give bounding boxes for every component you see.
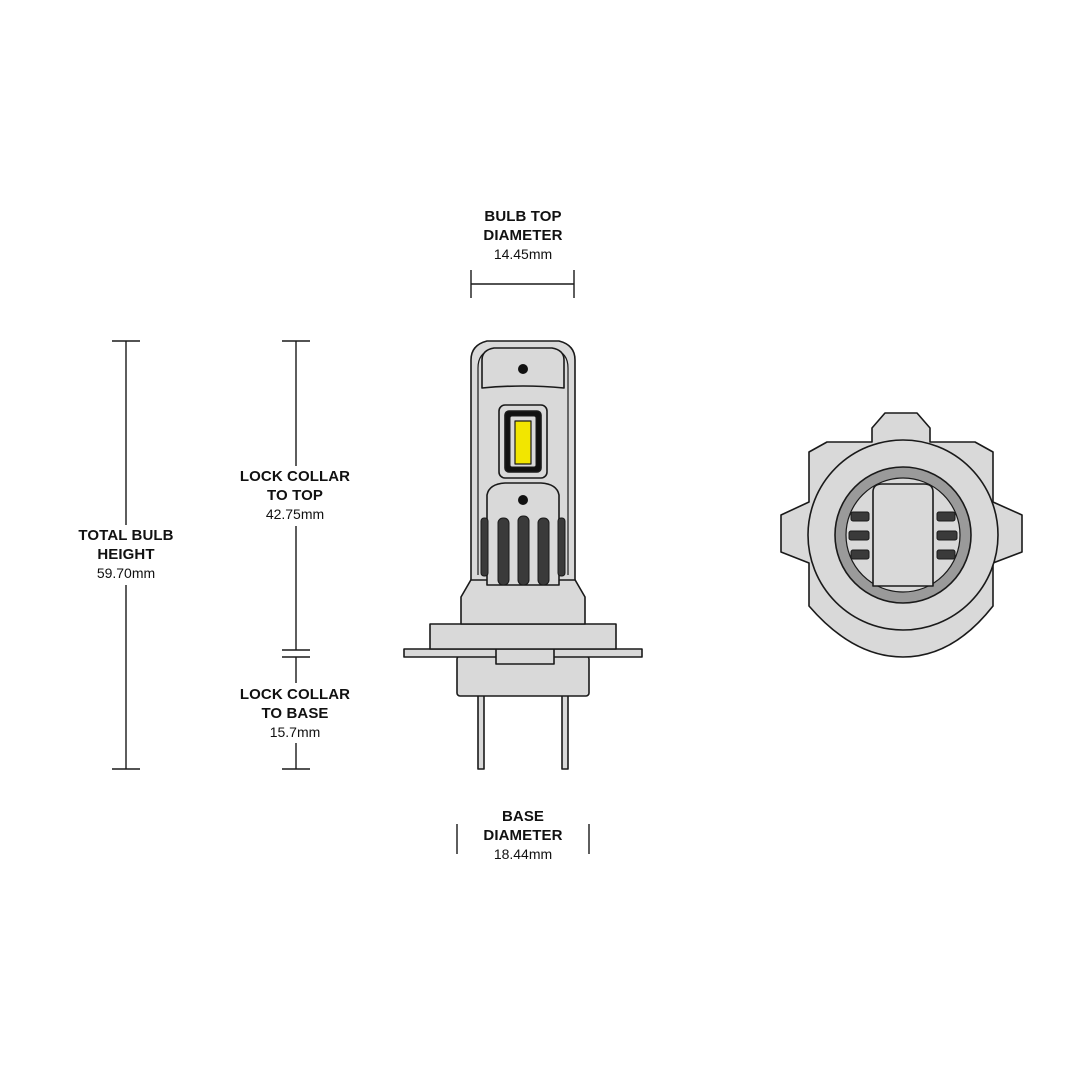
- contact-left: [850, 511, 870, 522]
- contact-right: [936, 530, 958, 541]
- pin-right: [561, 691, 569, 770]
- fin: [497, 517, 510, 586]
- dim-line-total-bulb-height: [112, 340, 140, 770]
- dimension-lines: [112, 270, 590, 854]
- label-title: TOTAL BULB: [78, 527, 174, 544]
- top-cap-dot: [518, 364, 528, 374]
- label-total-bulb-height: TOTAL BULB HEIGHT 59.70mm: [36, 526, 216, 583]
- led-chip: [514, 420, 532, 465]
- dim-line-lock-collar-to-base: [282, 656, 310, 770]
- base-view-contacts: [848, 511, 958, 560]
- lower-body-dot: [518, 495, 528, 505]
- label-base-diameter: BASE DIAMETER 18.44mm: [433, 807, 613, 864]
- fin: [517, 515, 530, 586]
- dim-line-base-diameter: [456, 824, 590, 854]
- label-title: HEIGHT: [97, 546, 155, 563]
- label-value: 59.70mm: [96, 565, 156, 581]
- label-title: DIAMETER: [483, 227, 563, 244]
- label-value: 42.75mm: [265, 506, 325, 522]
- label-title: BASE: [501, 808, 545, 825]
- label-title: DIAMETER: [483, 827, 563, 844]
- fin: [537, 517, 550, 586]
- base-view-center-block: [872, 483, 934, 587]
- label-lock-collar-to-top: LOCK COLLAR TO TOP 42.75mm: [205, 467, 385, 524]
- label-title: LOCK COLLAR: [239, 468, 351, 485]
- label-title: BULB TOP: [484, 208, 562, 225]
- pin-left: [477, 691, 485, 770]
- label-bulb-top-diameter: BULB TOP DIAMETER 14.45mm: [433, 207, 613, 264]
- label-title: LOCK COLLAR: [239, 686, 351, 703]
- label-value: 18.44mm: [493, 846, 553, 862]
- dim-line-lock-collar-to-top: [282, 340, 310, 651]
- contact-right: [936, 511, 956, 522]
- bulb-base-view: [780, 412, 1023, 658]
- label-value: 15.7mm: [269, 724, 321, 740]
- dim-line-bulb-top-diameter: [470, 270, 575, 298]
- label-title: TO TOP: [267, 487, 323, 504]
- fin: [557, 517, 566, 577]
- fin: [480, 517, 489, 577]
- label-lock-collar-to-base: LOCK COLLAR TO BASE 15.7mm: [205, 685, 385, 742]
- contact-right: [936, 549, 956, 560]
- lock-collar-body: [429, 623, 617, 650]
- cooling-fins: [480, 515, 566, 586]
- contact-left: [850, 549, 870, 560]
- bulb-side-view: [403, 340, 643, 770]
- label-value: 14.45mm: [493, 246, 553, 262]
- lock-collar-tab: [495, 648, 555, 665]
- contact-left: [848, 530, 870, 541]
- label-title: TO BASE: [261, 705, 329, 722]
